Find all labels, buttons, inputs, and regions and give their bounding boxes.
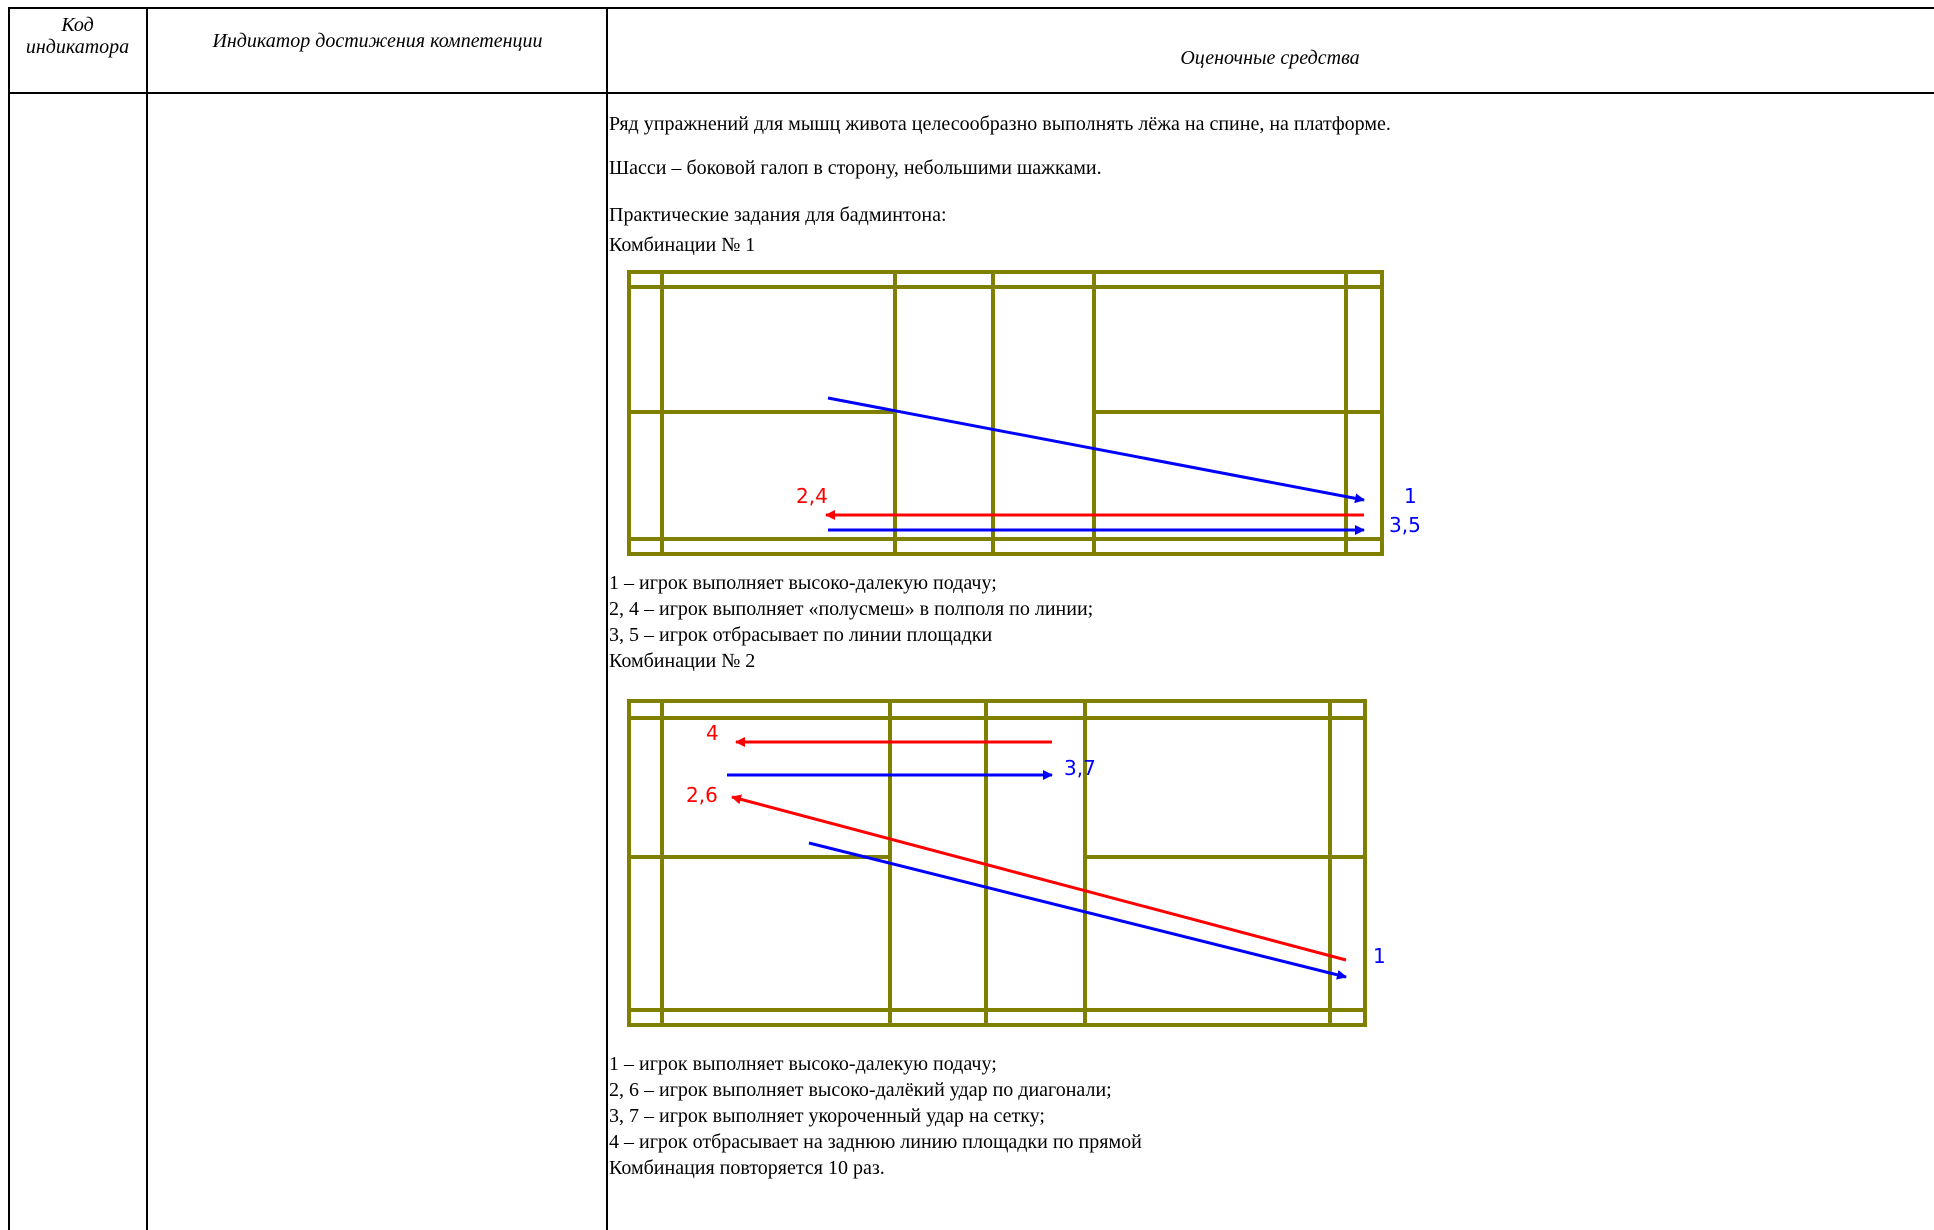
court-diagram-2: 4 3,7 2,6 1 [627,699,1386,1027]
header-indicator-code: Код индикатора [25,14,130,58]
court-lines-1 [627,270,1384,556]
arrow-1-serve [827,396,1365,504]
header-competence-indicator: Индикатор достижения компетенции [212,30,543,52]
combo2-item-1: 1 – игрок выполняет высоко-далекую подач… [609,1053,997,1075]
label-37: 3,7 [1064,756,1096,780]
column-divider-1 [146,7,148,1230]
combo1-item-2: 2, 4 – игрок выполняет «полусмеш» в полп… [609,598,1094,620]
header-assessment-tools: Оценочные средства [1180,47,1360,69]
combo2-item-4: 4 – игрок отбрасывает на заднюю линию пл… [609,1131,1142,1153]
court-diagram-1: 1 2,4 3,5 [627,270,1421,556]
header-bottom-border [8,92,1934,94]
combination-1-title: Комбинации № 1 [609,234,756,256]
paragraph-chasse: Шасси – боковой галоп в сторону, небольш… [609,157,1102,179]
column-divider-2 [606,7,608,1230]
combo2-item-2: 2, 6 – игрок выполняет высоко-далёкий уд… [609,1079,1112,1101]
practical-tasks-heading: Практические задания для бадминтона: [609,204,947,226]
combo2-item-3: 3, 7 – игрок выполняет укороченный удар … [609,1105,1045,1127]
court-lines-2 [627,699,1367,1027]
arrow-26-diagonal-clear [731,794,1347,962]
table-top-border [8,7,1934,9]
label-4: 4 [706,721,719,745]
combination-2-title: Комбинации № 2 [609,650,756,672]
paragraph-abs-exercises: Ряд упражнений для мышц живота целесообр… [609,113,1391,135]
label-35: 3,5 [1389,513,1421,537]
label-24: 2,4 [796,484,828,508]
label-26: 2,6 [686,783,718,807]
table-left-border [8,7,10,1230]
combo1-item-1: 1 – игрок выполняет высоко-далекую подач… [609,572,997,594]
combo1-item-3: 3, 5 – игрок отбрасывает по линии площад… [609,624,993,646]
label-1: 1 [1404,484,1417,508]
label-1-combo2: 1 [1373,944,1386,968]
arrow-1-serve-2 [808,841,1347,980]
combination-repeat-note: Комбинация повторяется 10 раз. [609,1157,885,1179]
